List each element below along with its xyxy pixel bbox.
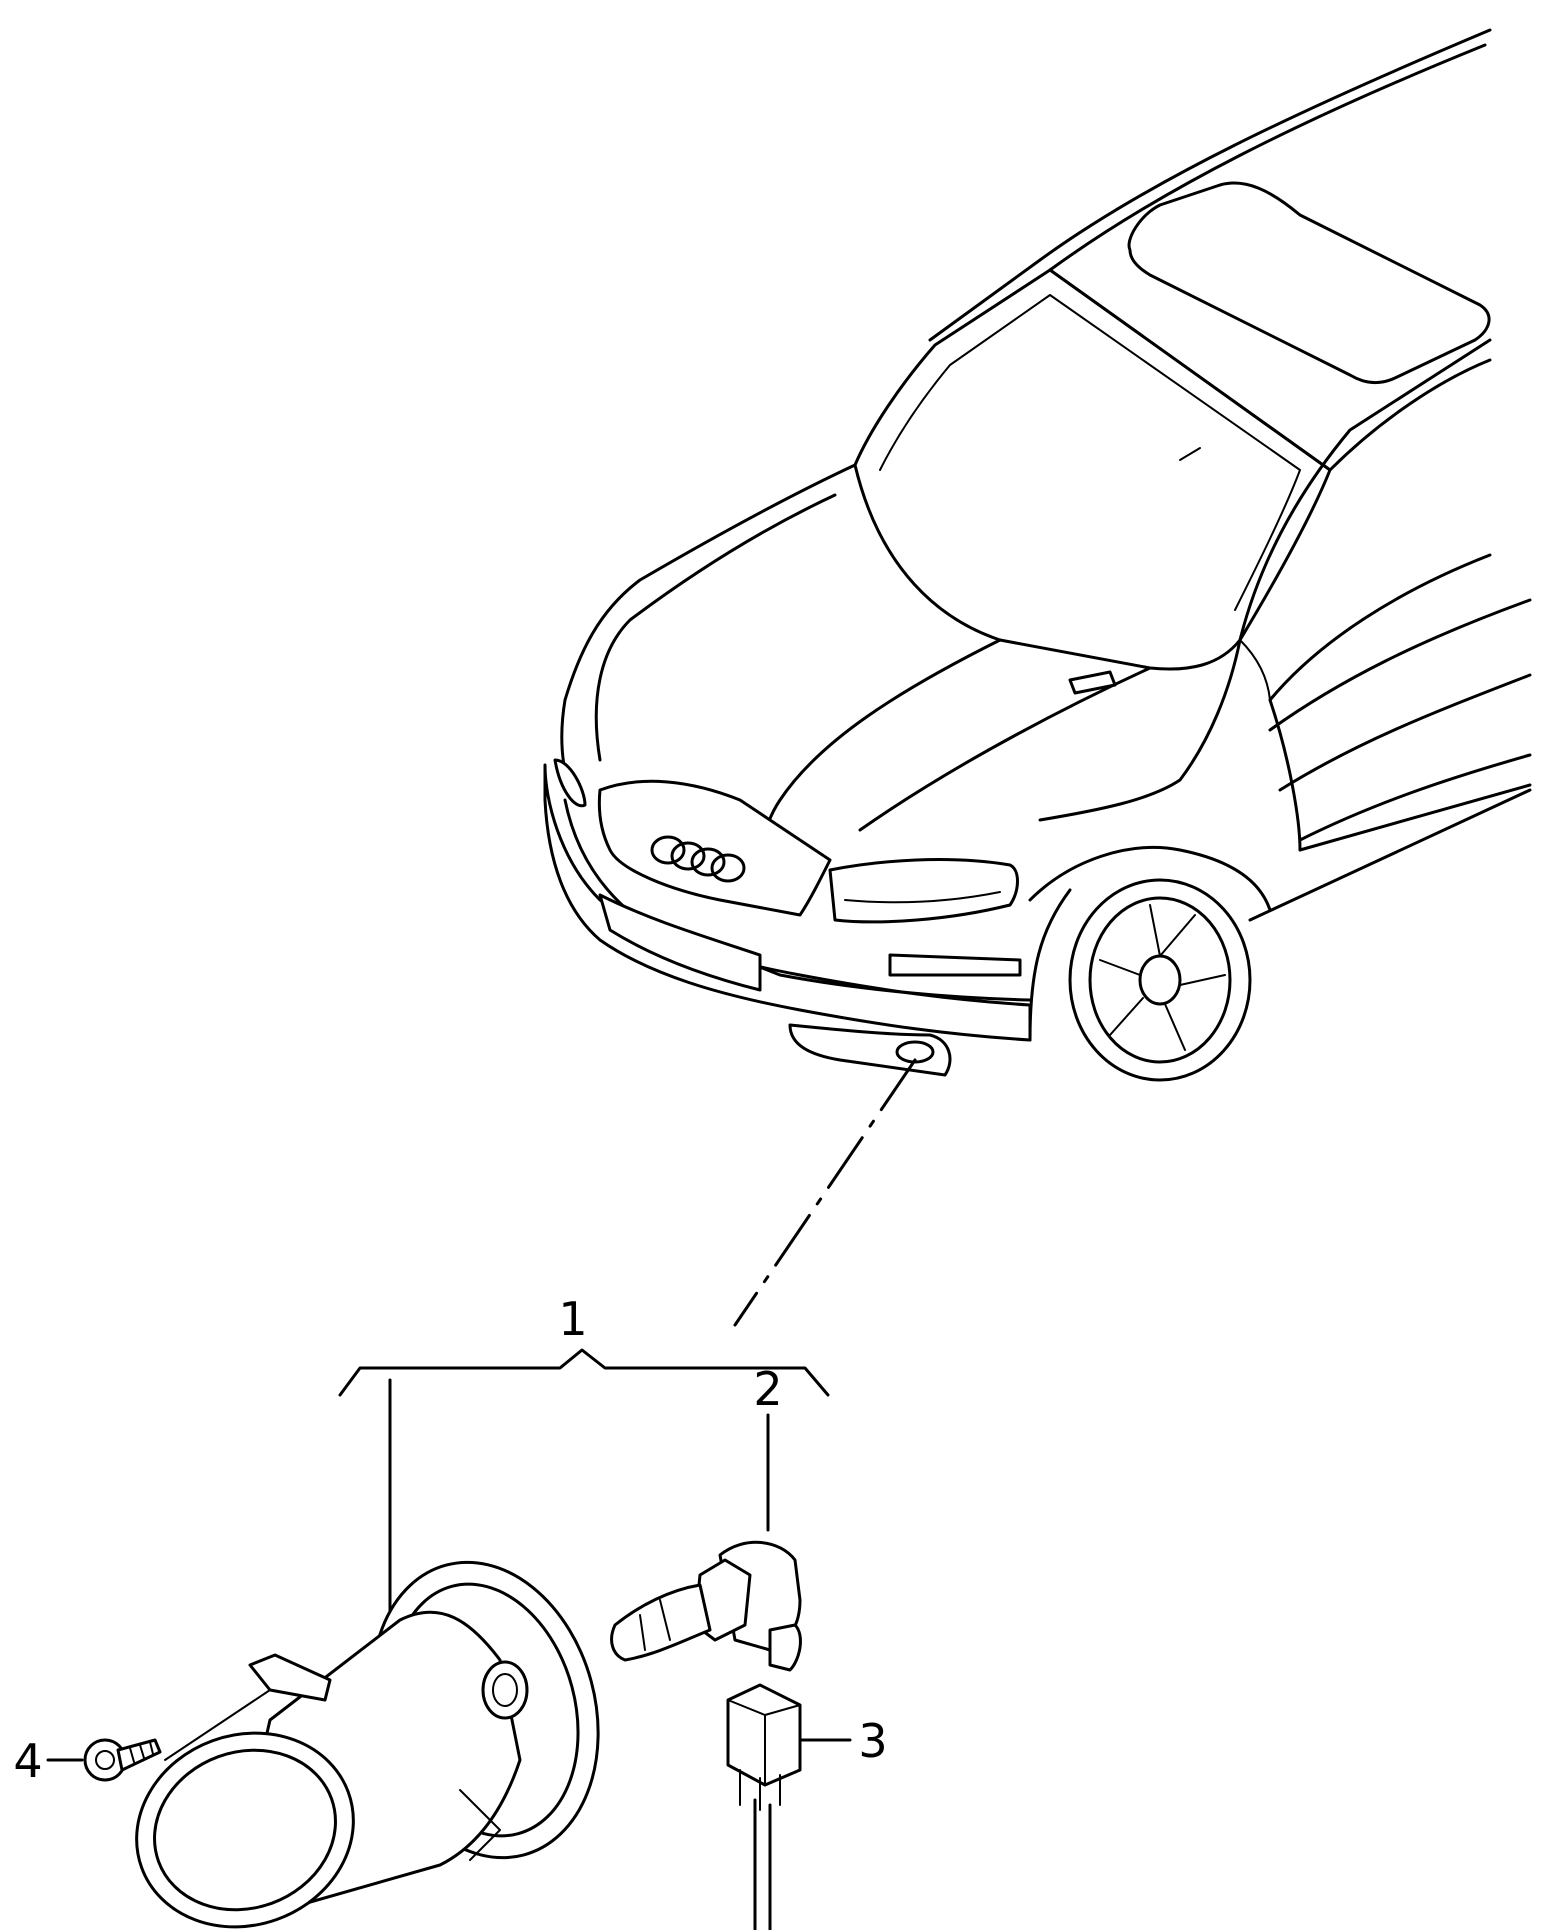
fog-light-assembly — [135, 1378, 600, 1929]
screw — [46, 1738, 162, 1782]
callout-4: 4 — [13, 1734, 42, 1788]
assembly-leader — [733, 1058, 917, 1327]
callout-2: 2 — [753, 1362, 782, 1416]
bulb — [610, 1413, 802, 1672]
callout-1: 1 — [558, 1292, 587, 1346]
audi-rings-logo — [650, 835, 746, 883]
callout-3: 3 — [858, 1714, 887, 1768]
sunroof — [1127, 181, 1491, 384]
car-illustration — [543, 28, 1532, 1082]
headlight — [828, 858, 1019, 924]
front-wheel — [1068, 878, 1252, 1082]
grille — [597, 779, 832, 917]
bracket-item-1 — [338, 1348, 830, 1397]
connector — [726, 1683, 852, 1930]
fog-light-lens — [135, 1731, 355, 1929]
